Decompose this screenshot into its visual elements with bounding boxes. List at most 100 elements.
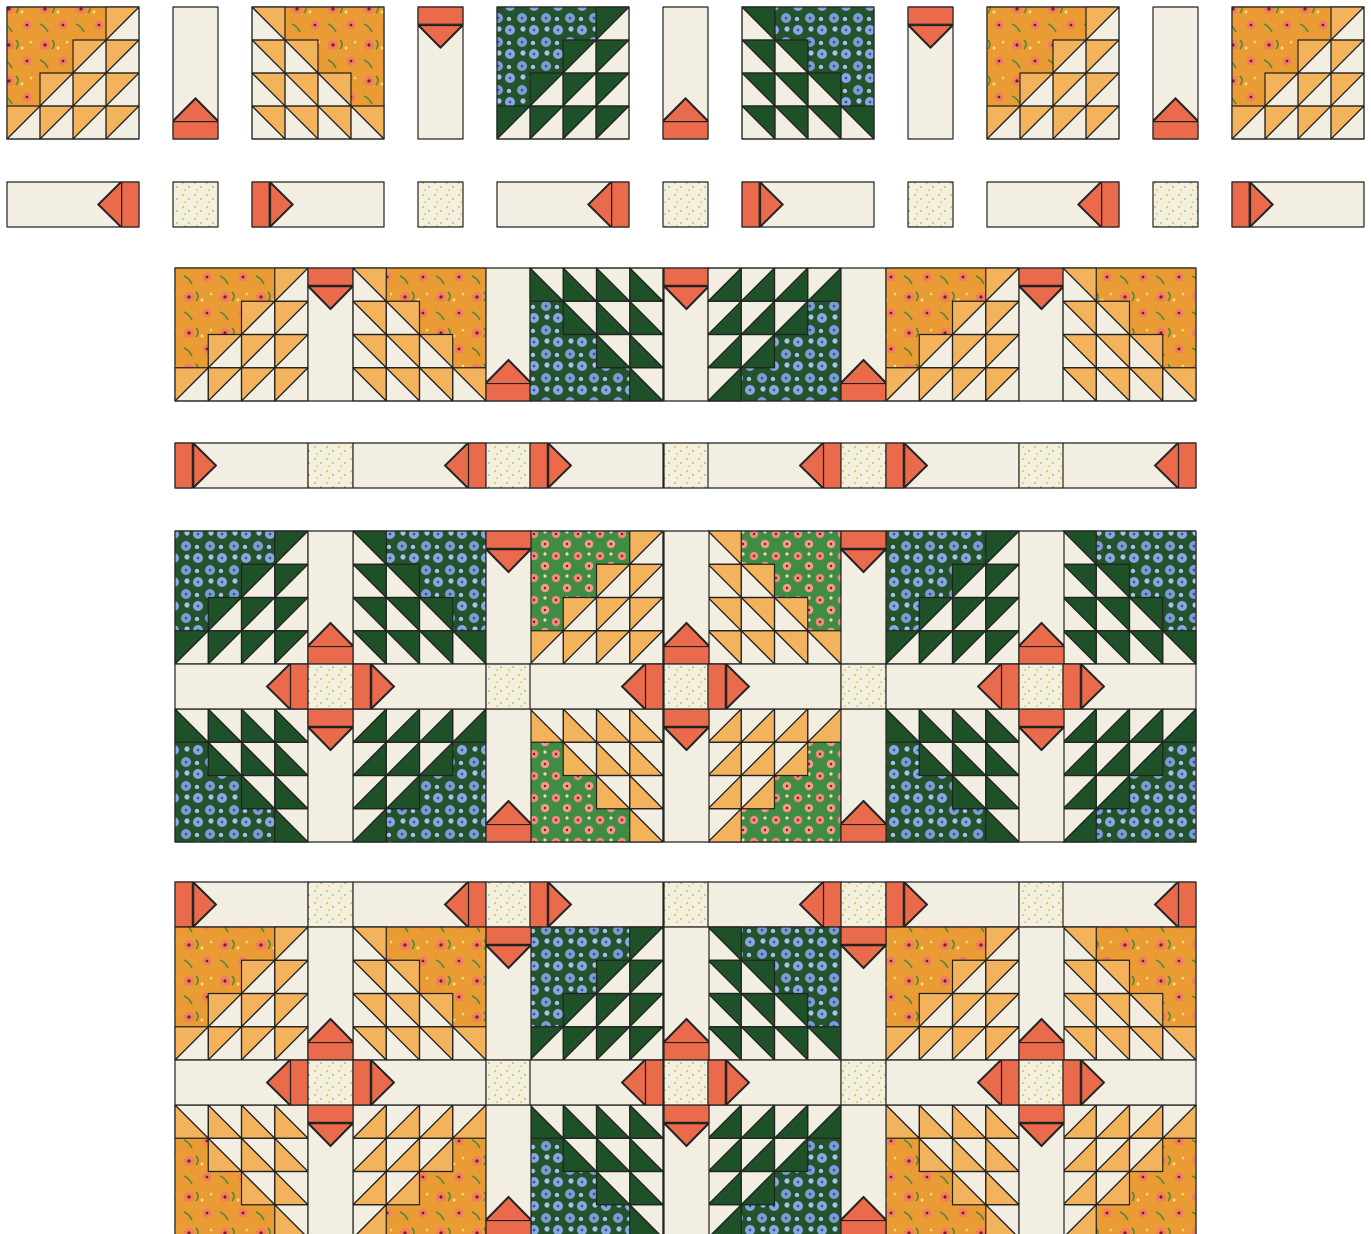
coral-bar (1002, 1060, 1019, 1105)
coral-bar (252, 182, 269, 227)
flying-geese-sashing (1232, 182, 1364, 227)
bear-paw-block (175, 531, 308, 664)
bear-paw-block (708, 531, 841, 664)
coral-bar (1063, 1060, 1080, 1105)
coral-bar (486, 384, 531, 401)
coral-bar (469, 882, 486, 927)
cornerstone (1019, 1060, 1064, 1105)
bear-paw-block (497, 7, 629, 139)
flying-geese-sashing (841, 531, 886, 664)
flying-geese-sashing (664, 1105, 709, 1234)
bear-paw-block (353, 531, 486, 664)
flying-geese-sashing (908, 7, 953, 139)
flying-geese-sashing (353, 443, 486, 488)
flying-geese-sashing (1153, 7, 1198, 139)
bear-paw-block (1063, 709, 1196, 842)
bear-paw-block (886, 709, 1019, 842)
flying-geese-sashing (486, 927, 531, 1060)
cornerstone (841, 443, 886, 488)
flying-geese-sashing (841, 1105, 886, 1234)
coral-bar (663, 122, 708, 139)
flying-geese-sashing (664, 531, 709, 664)
flying-geese-sashing (308, 927, 353, 1060)
coral-bar (841, 1221, 886, 1234)
flying-geese-sashing (175, 664, 308, 709)
coral-bar (1019, 709, 1064, 726)
cornerstone (664, 882, 709, 927)
bear-paw-block (175, 1105, 308, 1234)
bear-paw-block (708, 1105, 841, 1234)
flying-geese-sashing (664, 268, 709, 401)
cornerstone (486, 664, 531, 709)
flying-geese-sashing (987, 182, 1119, 227)
bear-paw-block (1063, 268, 1196, 401)
cornerstone (418, 182, 463, 227)
flying-geese-sashing (742, 182, 874, 227)
coral-bar (486, 927, 531, 944)
coral-bar (353, 1060, 370, 1105)
coral-bar (1153, 122, 1198, 139)
cornerstone (308, 1060, 353, 1105)
bear-paw-block (530, 268, 663, 401)
coral-bar (664, 1043, 709, 1060)
coral-bar (173, 122, 218, 139)
flying-geese-sashing (353, 1060, 486, 1105)
bear-paw-block (353, 1105, 486, 1234)
coral-bar (1179, 882, 1196, 927)
bear-paw-block (708, 709, 841, 842)
cornerstone (173, 182, 218, 227)
cornerstone (486, 1060, 531, 1105)
coral-bar (308, 1043, 353, 1060)
coral-bar (886, 443, 903, 488)
bear-paw-block (1063, 927, 1196, 1060)
coral-bar (469, 443, 486, 488)
bear-paw-block (1063, 1105, 1196, 1234)
coral-bar (708, 664, 725, 709)
flying-geese-sashing (497, 182, 629, 227)
flying-geese-sashing (841, 927, 886, 1060)
coral-bar (1019, 1043, 1064, 1060)
flying-geese-sashing (353, 664, 486, 709)
bear-paw-block (7, 7, 139, 139)
bear-paw-block (1063, 531, 1196, 664)
flying-geese-sashing (530, 664, 663, 709)
coral-bar (1102, 182, 1119, 227)
coral-bar (646, 1060, 663, 1105)
coral-bar (664, 709, 709, 726)
coral-bar (308, 647, 353, 664)
coral-bar (1179, 443, 1196, 488)
flying-geese-sashing (886, 882, 1019, 927)
coral-bar (175, 882, 192, 927)
coral-bar (418, 7, 463, 24)
coral-bar (824, 443, 841, 488)
flying-geese-sashing (841, 709, 886, 842)
flying-geese-sashing (252, 182, 384, 227)
cornerstone (486, 443, 531, 488)
flying-geese-sashing (708, 882, 841, 927)
flying-geese-sashing (175, 443, 308, 488)
coral-bar (308, 1105, 353, 1122)
coral-bar (841, 825, 886, 842)
coral-bar (841, 531, 886, 548)
flying-geese-sashing (1019, 927, 1064, 1060)
flying-geese-sashing (486, 268, 531, 401)
flying-geese-sashing (664, 927, 709, 1060)
flying-geese-sashing (353, 882, 486, 927)
cornerstone (1019, 443, 1064, 488)
flying-geese-sashing (418, 7, 463, 139)
flying-geese-sashing (175, 882, 308, 927)
coral-bar (886, 882, 903, 927)
bear-paw-block (530, 927, 663, 1060)
flying-geese-sashing (486, 1105, 531, 1234)
coral-bar (742, 182, 759, 227)
coral-bar (122, 182, 139, 227)
cornerstone (308, 443, 353, 488)
bear-paw-block (175, 927, 308, 1060)
coral-bar (175, 443, 192, 488)
cornerstone (664, 664, 709, 709)
coral-bar (1002, 664, 1019, 709)
coral-bar (708, 1060, 725, 1105)
flying-geese-sashing (486, 709, 531, 842)
bear-paw-block (1232, 7, 1364, 139)
